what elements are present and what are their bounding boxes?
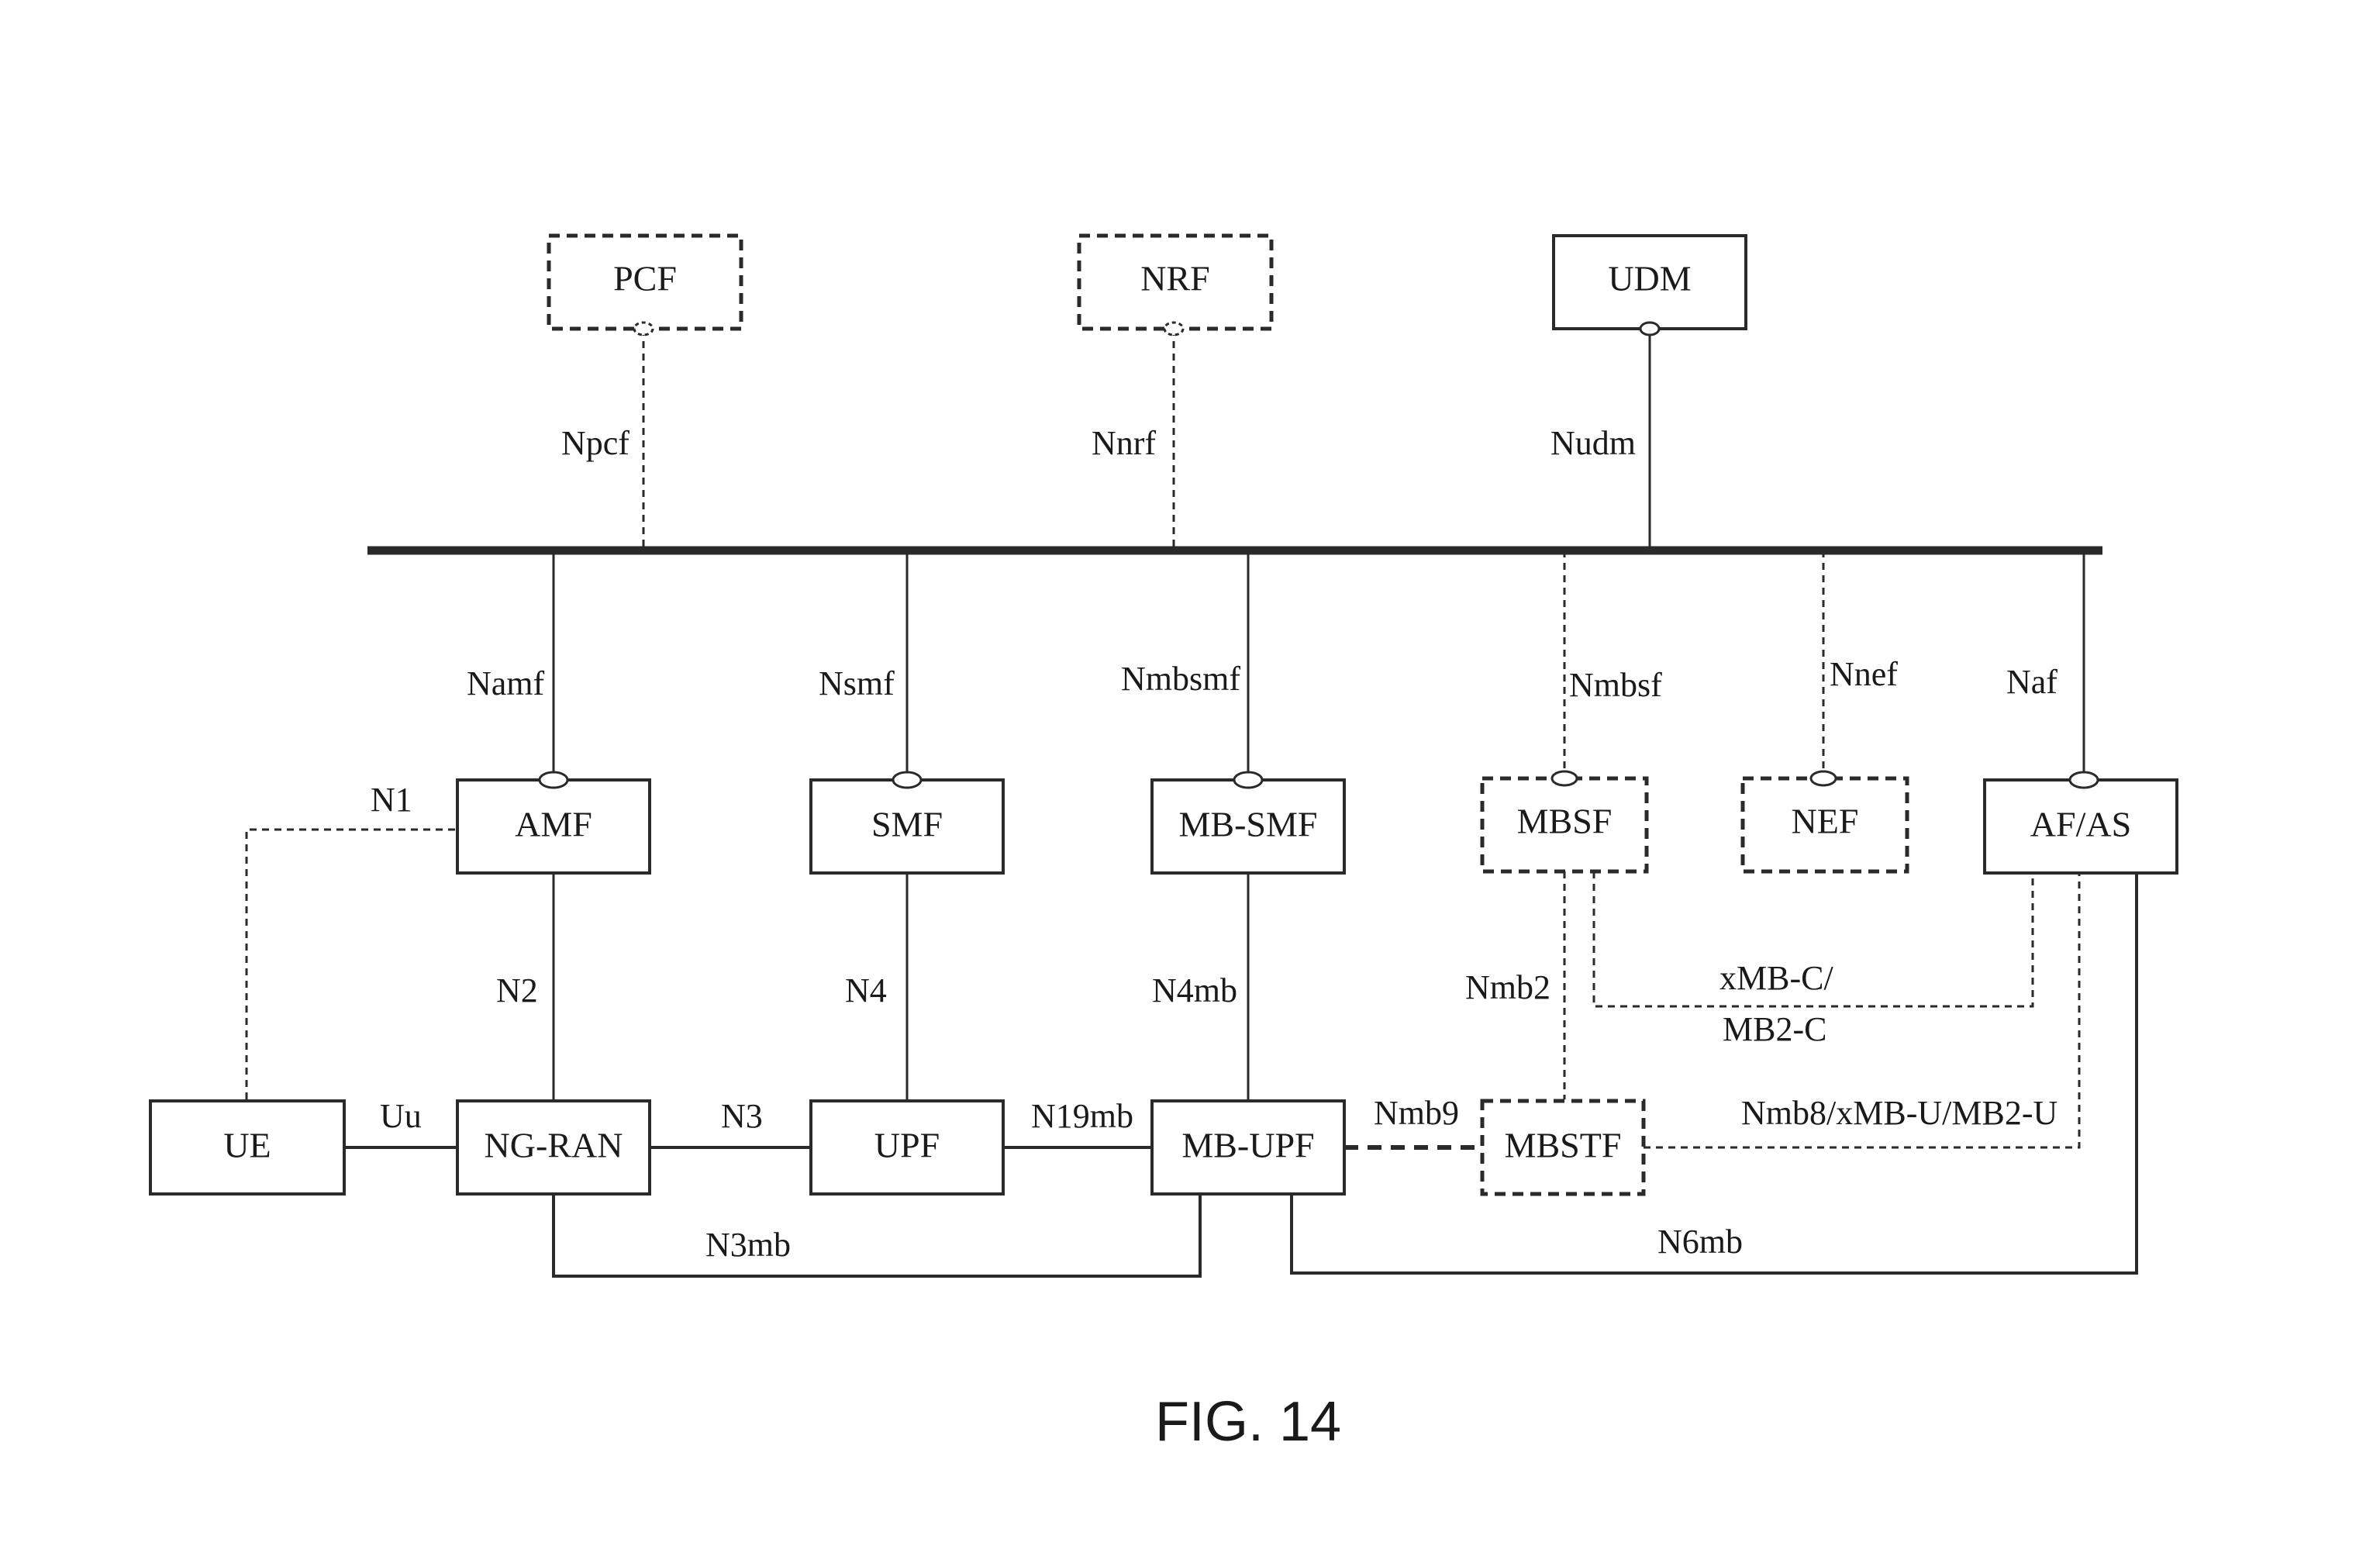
pcf-box: PCF	[547, 233, 743, 331]
ng-ran-box: NG-RAN	[456, 1099, 651, 1196]
n3mb-label: N3mb	[705, 1226, 791, 1264]
nef-box: NEF	[1740, 776, 1909, 874]
n19mb-label: N19mb	[1031, 1097, 1133, 1135]
upf-box: UPF	[809, 1099, 1005, 1196]
af-as-label: AF/AS	[2030, 805, 2131, 844]
figure-caption: FIG. 14	[1155, 1391, 1341, 1453]
mb-smf-box: MB-SMF	[1150, 778, 1346, 875]
af-as-port-icon	[2068, 771, 2099, 789]
nrf-port-icon	[1163, 321, 1185, 336]
xmb-c-link	[1592, 871, 2034, 1008]
n1-link	[245, 828, 457, 1099]
udm-port-icon	[1639, 321, 1661, 336]
xmb-c-label-line1: xMB-C/	[1719, 959, 1833, 997]
pcf-port-icon	[633, 321, 654, 336]
mb-upf-box: MB-UPF	[1150, 1099, 1346, 1196]
n3mb-link	[552, 1196, 1202, 1278]
n1-label: N1	[371, 781, 412, 819]
nudm-label: Nudm	[1550, 424, 1636, 462]
n6mb-label: N6mb	[1657, 1223, 1743, 1261]
nef-label: NEF	[1792, 802, 1859, 841]
nsmf-label: Nsmf	[819, 664, 895, 702]
nnrf-label: Nnrf	[1092, 424, 1156, 462]
n3-label: N3	[721, 1097, 763, 1135]
mbstf-box: MBSTF	[1480, 1099, 1646, 1196]
mb-upf-label: MB-UPF	[1181, 1126, 1314, 1165]
udm-box: UDM	[1552, 234, 1747, 330]
nmbsf-label: Nmbsf	[1569, 666, 1662, 704]
nrf-label: NRF	[1140, 259, 1209, 298]
mb-smf-port-icon	[1233, 771, 1264, 789]
mb-smf-label: MB-SMF	[1179, 805, 1318, 844]
mbsf-box: MBSF	[1480, 776, 1649, 874]
naf-label: Naf	[2006, 663, 2057, 701]
ng-ran-label: NG-RAN	[485, 1126, 623, 1165]
nmbsmf-label: Nmbsmf	[1121, 660, 1240, 698]
nnef-label: Nnef	[1830, 655, 1898, 693]
mbsf-port-icon	[1550, 770, 1578, 787]
pcf-label: PCF	[613, 259, 677, 298]
af-as-box: AF/AS	[1983, 778, 2178, 875]
nrf-box: NRF	[1077, 233, 1274, 331]
upf-label: UPF	[874, 1126, 940, 1165]
xmb-c-label-line2: MB2-C	[1723, 1010, 1826, 1048]
nmb2-label: Nmb2	[1465, 968, 1550, 1006]
n4-label: N4	[845, 971, 887, 1009]
namf-label: Namf	[467, 664, 545, 702]
smf-label: SMF	[871, 805, 943, 844]
nmb8-label: Nmb8/xMB-U/MB2-U	[1741, 1094, 2057, 1132]
mbstf-label: MBSTF	[1505, 1126, 1622, 1165]
nmb9-label: Nmb9	[1374, 1094, 1459, 1132]
ue-label: UE	[223, 1126, 271, 1165]
udm-label: UDM	[1608, 259, 1691, 298]
nmb8-link	[1644, 875, 2081, 1149]
smf-port-icon	[892, 771, 923, 789]
npcf-label: Npcf	[561, 424, 629, 462]
smf-box: SMF	[809, 778, 1005, 875]
n4mb-label: N4mb	[1152, 971, 1237, 1009]
ue-box: UE	[149, 1099, 346, 1196]
nef-port-icon	[1809, 770, 1837, 787]
mbsf-label: MBSF	[1517, 802, 1613, 841]
amf-label: AMF	[515, 805, 592, 844]
n2-label: N2	[496, 971, 538, 1009]
amf-box: AMF	[456, 778, 651, 875]
n6mb-link	[1290, 875, 2138, 1275]
amf-port-icon	[538, 771, 569, 789]
uu-label: Uu	[380, 1097, 422, 1135]
